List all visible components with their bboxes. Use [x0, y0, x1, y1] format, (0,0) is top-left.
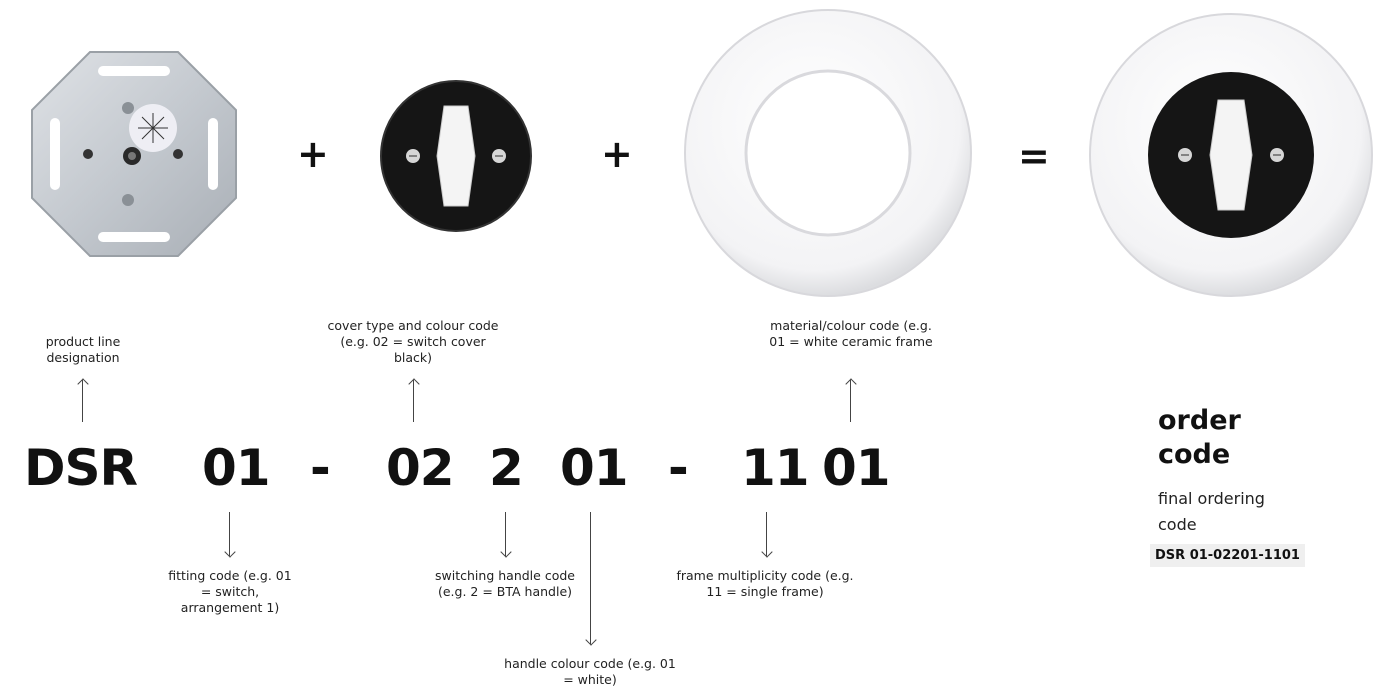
fitting-insert-image	[28, 48, 240, 260]
plus-operator-2: +	[601, 132, 633, 176]
code-multiplicity: 11	[741, 443, 809, 493]
ceramic-frame-image	[683, 8, 973, 298]
code-cover: 02	[386, 443, 454, 493]
code-dsr: DSR	[24, 443, 137, 493]
order-code-value: DSR 01-02201-1101	[1150, 544, 1305, 567]
code-handle-colour: 01	[560, 443, 628, 493]
plus-operator-1: +	[297, 132, 329, 176]
code-fitting: 01	[202, 443, 270, 493]
material-colour-label: material/colour code (e.g. 01 = white ce…	[762, 318, 940, 350]
arrow-down-frame-multiplicity	[759, 512, 773, 556]
arrow-down-handle-colour	[583, 512, 597, 644]
code-dash-2: -	[668, 443, 688, 493]
order-code-title-line2: code	[1158, 438, 1358, 472]
switch-cover-image	[380, 80, 532, 232]
handle-colour-label: handle colour code (e.g. 01 = white)	[500, 656, 680, 688]
order-code-panel: order code final ordering code DSR 01-02…	[1158, 404, 1358, 563]
order-code-desc-line2: code	[1158, 512, 1358, 538]
fitting-code-label: fitting code (e.g. 01 = switch, arrangem…	[162, 568, 298, 616]
arrow-down-switching-handle	[498, 512, 512, 556]
cover-type-label: cover type and colour code (e.g. 02 = sw…	[327, 318, 499, 366]
switching-handle-label: switching handle code (e.g. 2 = BTA hand…	[432, 568, 578, 600]
assembled-switch-image	[1088, 12, 1374, 298]
arrow-up-cover-type	[406, 380, 420, 422]
equals-operator: =	[1018, 134, 1050, 178]
code-frame-colour: 01	[822, 443, 890, 493]
code-handle: 2	[489, 443, 523, 493]
frame-multiplicity-label: frame multiplicity code (e.g. 11 = singl…	[668, 568, 862, 600]
order-code-title-line1: order	[1158, 404, 1358, 438]
product-line-label: product line designation	[28, 334, 138, 366]
arrow-down-fitting	[222, 512, 236, 556]
arrow-up-material-colour	[843, 380, 857, 422]
code-dash-1: -	[310, 443, 330, 493]
arrow-up-product-line	[75, 380, 89, 422]
order-code-desc-line1: final ordering	[1158, 486, 1358, 512]
